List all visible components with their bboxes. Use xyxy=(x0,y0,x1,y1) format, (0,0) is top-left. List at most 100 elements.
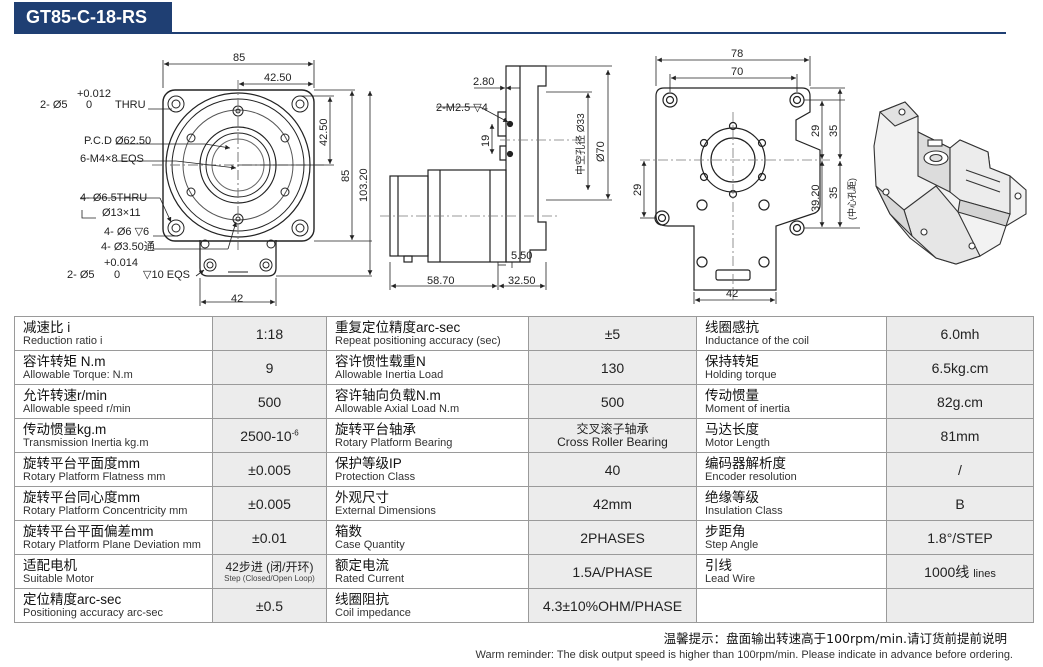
front-view xyxy=(80,60,373,306)
spec-label-en: Allowable Torque: N.m xyxy=(23,368,133,381)
spec-label-en: Step Angle xyxy=(705,538,759,551)
model-title: GT85-C-18-RS xyxy=(14,2,172,32)
spec-label-en: Holding torque xyxy=(705,368,777,381)
isometric-view xyxy=(873,101,1027,265)
spec-value-text: 4.3±10%OHM/PHASE xyxy=(542,597,683,614)
dim-5-50: 5.50 xyxy=(511,250,532,262)
spec-value-text: 2500-10 xyxy=(240,427,292,444)
spec-label-cn: 线圈感抗 xyxy=(705,319,759,335)
spec-value-text: 40 xyxy=(604,461,621,478)
spec-label xyxy=(696,588,887,623)
spec-label-cn: 引线 xyxy=(705,557,732,573)
rear-dim-39-20: 39.20 xyxy=(810,184,822,212)
spec-value-text: ±0.5 xyxy=(255,597,284,614)
spec-value-text: 130 xyxy=(600,359,625,376)
title-underline xyxy=(14,32,1006,34)
pcd-label: P.C.D Ø62.50 xyxy=(84,135,151,147)
hole-bottom: 2- Ø5 xyxy=(67,269,95,281)
spec-value: 1000线 lines xyxy=(886,554,1034,589)
spec-value: 500 xyxy=(528,384,697,419)
spec-value-text: 81mm xyxy=(940,427,980,444)
spec-value-sub: Cross Roller Bearing xyxy=(557,434,668,449)
spec-value: 2PHASES xyxy=(528,520,697,555)
spec-label-cn: 定位精度arc-sec xyxy=(23,591,122,607)
spec-label-cn: 容许转矩 N.m xyxy=(23,353,106,369)
spec-value-text: 1000线 xyxy=(924,563,970,580)
spec-value-text: 9 xyxy=(265,359,274,376)
thru65-label: 4- Ø6.5THRU xyxy=(80,192,147,204)
spec-value: 40 xyxy=(528,452,697,487)
spec-label-en: Encoder resolution xyxy=(705,470,797,483)
spec-value-unit: lines xyxy=(973,567,996,580)
spec-value-text: 2PHASES xyxy=(580,529,645,546)
dim-v85: 85 xyxy=(340,170,352,182)
spec-value: 1.5A/PHASE xyxy=(528,554,697,589)
dim-phi70: Ø70 xyxy=(595,141,607,162)
spec-label-en: Protection Class xyxy=(335,470,416,483)
m25-label: 2-M2.5 ▽4 xyxy=(436,102,488,114)
spec-value-sub: Step (Closed/Open Loop) xyxy=(224,573,315,583)
spec-label-cn: 旋转平台同心度mm xyxy=(23,489,140,505)
thru-label: THRU xyxy=(115,99,146,111)
dim-32-50: 32.50 xyxy=(508,275,536,287)
rear-view xyxy=(640,56,860,304)
spec-label-en: Allowable speed r/min xyxy=(23,402,131,415)
hole-thru: 2- Ø5 xyxy=(40,99,68,111)
spec-value-text: 交叉滚子轴承 xyxy=(576,421,649,436)
spec-label-en: Transmission Inertia kg.m xyxy=(23,436,149,449)
spec-label-en: Motor Length xyxy=(705,436,770,449)
spec-value-text: 500 xyxy=(600,393,625,410)
spec-value: 82g.cm xyxy=(886,384,1034,419)
hollow-label: 中空孔径 Ø33 xyxy=(574,113,587,175)
spec-label-cn: 传动惯量 xyxy=(705,387,759,403)
spec-value xyxy=(886,588,1034,623)
spec-value-text: 500 xyxy=(257,393,282,410)
spec-label-en: Allowable Axial Load N.m xyxy=(335,402,460,415)
spec-label-cn: 传动惯量kg.m xyxy=(23,421,107,437)
spec-value-text: ±0.005 xyxy=(248,495,291,512)
spec-label-en: Lead Wire xyxy=(705,572,756,585)
spec-value: 42步进 (闭/开环)Step (Closed/Open Loop) xyxy=(212,554,327,589)
spec-value-text: 6.0mh xyxy=(940,325,980,342)
dim-19: 19 xyxy=(480,135,492,147)
spec-label-cn: 容许轴向负载N.m xyxy=(335,387,441,403)
spec-value-text: 42mm xyxy=(593,495,632,512)
tol-plus: +0.012 xyxy=(77,88,111,100)
spec-label-en: Inductance of the coil xyxy=(705,334,809,347)
rear-dim-78: 78 xyxy=(731,48,743,60)
center-dist-label: (中心孔距) xyxy=(846,178,857,220)
spec-value: 1.8°/STEP xyxy=(886,520,1034,555)
spec-label-cn: 适配电机 xyxy=(23,557,77,573)
spec-label-cn: 线圈阻抗 xyxy=(335,591,389,607)
dim-42-50: 42.50 xyxy=(264,72,292,84)
spec-value: 2500-10-6 xyxy=(212,418,327,453)
spec-value-text: ±0.01 xyxy=(252,529,287,546)
rear-view-labels: 78 70 29 35 29 39.20 35 (中心孔距) 42 xyxy=(632,48,857,300)
spec-value: 4.3±10%OHM/PHASE xyxy=(528,588,697,623)
spec-label-en: Reduction ratio i xyxy=(23,334,103,347)
front-view-labels: 85 42.50 +0.012 2- Ø5 0 THRU P.C.D Ø62.5… xyxy=(40,52,370,305)
spec-value: 6.0mh xyxy=(886,316,1034,351)
dim-v42-50: 42.50 xyxy=(318,118,330,146)
spec-value-text: 42步进 (闭/开环) xyxy=(225,559,314,574)
dim-42: 42 xyxy=(231,293,243,305)
